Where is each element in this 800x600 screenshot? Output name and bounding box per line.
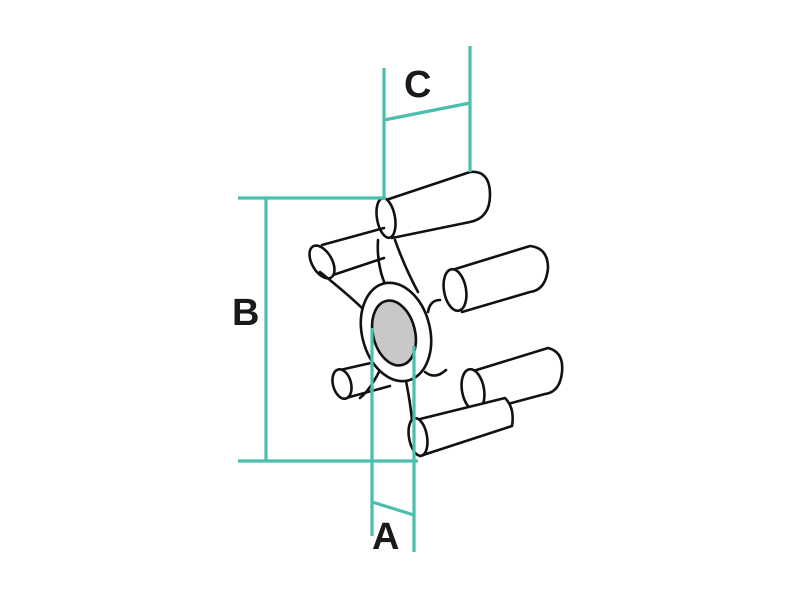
dimension-label-c: C xyxy=(404,64,432,106)
dimension-lines xyxy=(238,46,472,552)
impeller-drawing xyxy=(308,170,564,458)
dimension-label-a: A xyxy=(372,516,400,558)
hub-bore xyxy=(370,299,418,367)
dimension-label-b: B xyxy=(232,292,260,334)
